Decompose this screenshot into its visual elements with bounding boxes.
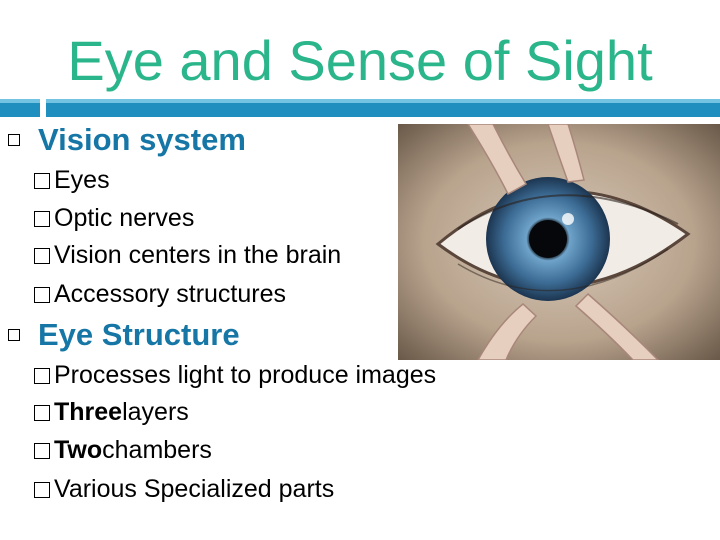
bullet-square-icon bbox=[34, 367, 50, 384]
bullet-square-icon bbox=[34, 210, 50, 227]
heading-text: Vision system bbox=[38, 122, 246, 157]
list-item: Various Specialized parts bbox=[34, 475, 334, 504]
eye-icon bbox=[398, 124, 720, 360]
eye-photo bbox=[398, 124, 720, 360]
bullet-square-icon bbox=[34, 442, 50, 459]
list-item-text: layers bbox=[122, 398, 189, 426]
slide-title: Eye and Sense of Sight bbox=[67, 29, 653, 92]
list-item-text: Vision centers in the brain bbox=[54, 241, 342, 269]
list-item-text: Accessory structures bbox=[54, 280, 287, 308]
bullet-square-icon bbox=[8, 329, 20, 341]
list-item: Processes light to produce images bbox=[34, 361, 436, 390]
header-bar bbox=[46, 99, 720, 117]
list-item-bold: Two bbox=[54, 436, 103, 464]
list-item: Vision centers in the brain bbox=[34, 241, 341, 270]
list-item: Three layers bbox=[34, 398, 189, 427]
bullet-square-icon bbox=[34, 404, 50, 421]
header-bar-left bbox=[0, 99, 40, 117]
section-heading-eye-structure: Eye Structure bbox=[8, 317, 240, 353]
bullet-square-icon bbox=[34, 247, 50, 264]
list-item: Accessory structures bbox=[34, 280, 286, 309]
header-bar-highlight bbox=[46, 99, 720, 103]
list-item-text: Various Specialized parts bbox=[54, 475, 335, 503]
bullet-square-icon bbox=[34, 481, 50, 498]
list-item-text: Eyes bbox=[54, 166, 110, 194]
bullet-square-icon bbox=[34, 172, 50, 189]
list-item-text: Processes light to produce images bbox=[54, 361, 437, 389]
header-bar-left-highlight bbox=[0, 99, 40, 103]
list-item: Optic nerves bbox=[34, 204, 194, 233]
list-item-text: Optic nerves bbox=[54, 204, 195, 232]
bullet-square-icon bbox=[34, 286, 50, 303]
heading-text: Eye Structure bbox=[38, 317, 240, 352]
list-item: Two chambers bbox=[34, 436, 212, 465]
section-heading-vision-system: Vision system bbox=[8, 122, 246, 158]
list-item-text: chambers bbox=[102, 436, 212, 464]
list-item-bold: Three bbox=[54, 398, 123, 426]
list-item: Eyes bbox=[34, 166, 110, 195]
bullet-square-icon bbox=[8, 134, 20, 146]
